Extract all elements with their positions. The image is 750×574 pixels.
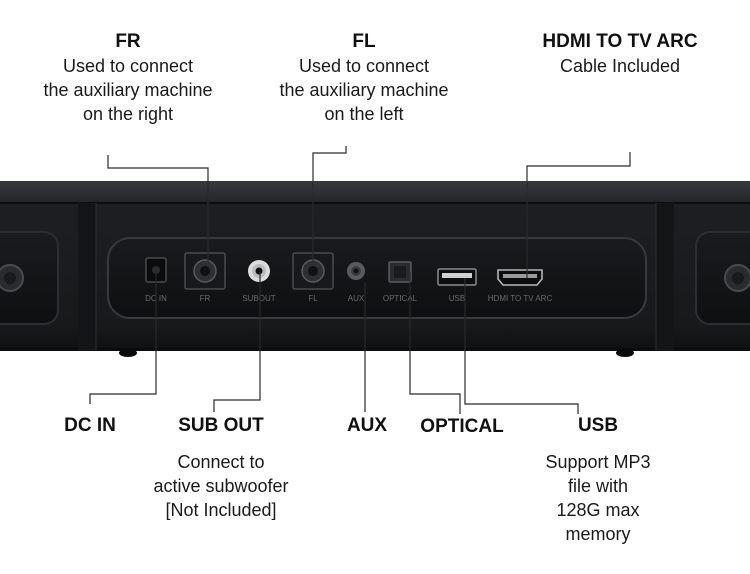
- leader-lines: [89, 146, 631, 414]
- leader-hdmi: [526, 152, 631, 278]
- callout-sub-out: SUB OUT Connect to active subwoofer [Not…: [153, 414, 288, 522]
- callout-dc-in: DC IN: [64, 414, 116, 438]
- port-label-fl: FL: [308, 294, 318, 303]
- callout-aux-title: AUX: [346, 415, 388, 436]
- callout-usb-desc-3: 128G max: [556, 500, 640, 520]
- callout-fl: FL Used to connect the auxiliary machine…: [279, 30, 448, 126]
- callout-usb-desc-4: memory: [565, 524, 631, 544]
- callout-dc-in-title: DC IN: [64, 415, 116, 436]
- callout-hdmi-desc-1: Cable Included: [559, 56, 681, 76]
- callout-usb-desc-1: Support MP3: [545, 452, 651, 472]
- callout-optical-title: OPTICAL: [420, 416, 504, 437]
- callout-fr: FR Used to connect the auxiliary machine…: [43, 30, 212, 126]
- callout-sub-out-desc-1: Connect to: [177, 452, 265, 472]
- callout-usb: USB Support MP3 file with 128G max memor…: [545, 414, 650, 546]
- optical-port: OPTICAL: [383, 261, 418, 303]
- port-label-aux: AUX: [348, 294, 365, 303]
- callout-optical: OPTICAL: [420, 415, 503, 439]
- leader-sub-out: [213, 272, 261, 412]
- port-label-sub-out: SUBOUT: [242, 294, 275, 303]
- port-label-usb: USB: [449, 294, 465, 303]
- callout-aux: AUX: [347, 414, 387, 438]
- leader-usb: [464, 278, 579, 414]
- callout-usb-desc-2: file with: [567, 476, 629, 496]
- callout-sub-out-desc-2: active subwoofer: [153, 476, 289, 496]
- left-side-recess: [0, 231, 59, 325]
- callout-fl-title: FL: [352, 31, 376, 52]
- right-side-recess: [695, 231, 750, 325]
- callout-fl-desc-2: the auxiliary machine: [279, 80, 449, 100]
- port-label-fr: FR: [200, 294, 211, 303]
- aux-port: AUX: [347, 262, 365, 303]
- hdmi-port: HDMI TO TV ARC: [488, 269, 553, 303]
- sub-out-port: SUBOUT: [242, 260, 276, 303]
- callout-usb-title: USB: [577, 415, 619, 436]
- callout-hdmi-title: HDMI TO TV ARC: [542, 31, 698, 52]
- usb-port: USB: [437, 268, 477, 303]
- callout-fr-title: FR: [115, 31, 141, 52]
- callout-hdmi: HDMI TO TV ARC Cable Included: [542, 30, 697, 78]
- leader-dc-in: [89, 270, 157, 404]
- callout-fr-desc-3: on the right: [82, 104, 174, 124]
- callout-sub-out-title: SUB OUT: [178, 415, 264, 436]
- leader-optical: [409, 272, 461, 414]
- callout-fl-desc-1: Used to connect: [298, 56, 430, 76]
- port-panel: DC IN FR SUBOUT FL: [107, 237, 647, 319]
- leader-fl: [312, 146, 347, 262]
- callout-fr-desc-1: Used to connect: [62, 56, 194, 76]
- fr-port: FR: [184, 252, 226, 303]
- callout-fl-desc-3: on the left: [324, 104, 404, 124]
- leader-fr: [107, 155, 209, 262]
- port-label-optical: OPTICAL: [383, 294, 418, 303]
- callout-fr-desc-2: the auxiliary machine: [43, 80, 213, 100]
- port-label-hdmi: HDMI TO TV ARC: [488, 294, 553, 303]
- callout-sub-out-desc-3: [Not Included]: [165, 500, 277, 520]
